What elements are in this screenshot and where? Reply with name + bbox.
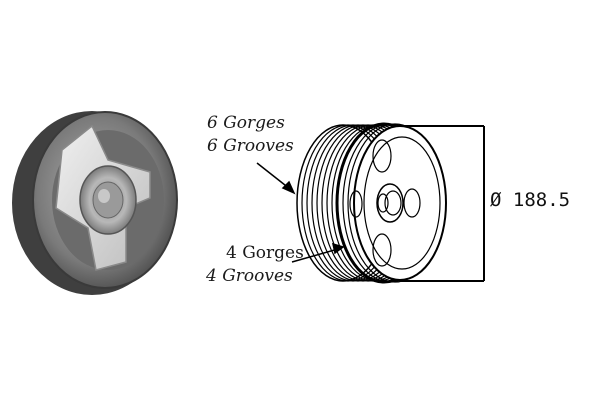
hole-left [349, 190, 363, 218]
hole-right [403, 188, 421, 218]
leader-arrows [256, 162, 345, 263]
label-4-grooves: 4 Grooves [205, 266, 293, 286]
pulley-front-face [353, 125, 447, 281]
label-6-gorges: 6 Gorges [207, 113, 285, 133]
center-bore [376, 183, 404, 223]
pulley-drawing [296, 122, 447, 284]
label-4-gorges: 4 Gorges [226, 243, 304, 263]
arrow-4-grooves [291, 248, 339, 263]
arrow-6-grooves [256, 162, 291, 190]
diameter-label: Ø 188.5 [490, 189, 570, 211]
hole-bottom [372, 233, 392, 267]
hole-top [372, 139, 392, 173]
pulley-photo [12, 111, 178, 295]
diameter-dimension [400, 125, 485, 282]
label-6-grooves: 6 Grooves [207, 136, 294, 156]
